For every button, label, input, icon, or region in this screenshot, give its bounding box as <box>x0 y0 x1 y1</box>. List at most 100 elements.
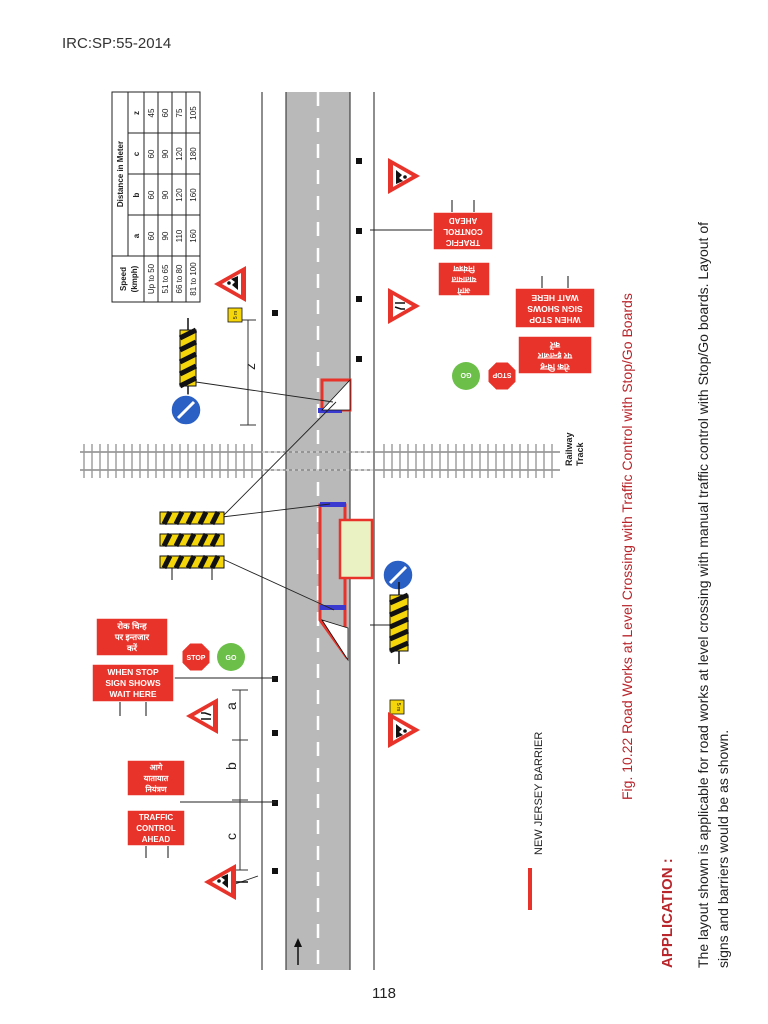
traffic-direction-arrow <box>294 938 302 965</box>
svg-text:Up to 50: Up to 50 <box>147 263 156 294</box>
svg-text:120: 120 <box>175 147 184 161</box>
svg-text:WAIT HERE: WAIT HERE <box>109 689 157 699</box>
keep-left-sign-lower <box>382 559 414 591</box>
svg-text:रोक चिन्ह: रोक चिन्ह <box>540 362 571 372</box>
traffic-control-ahead-sign-right-hi: आगे यातायात नियंत्रण <box>437 261 491 297</box>
men-at-work-sign-right-top <box>388 158 420 194</box>
men-at-work-sign-left <box>204 864 248 900</box>
svg-text:Distance in Meter: Distance in Meter <box>116 141 125 207</box>
svg-text:b: b <box>132 192 141 197</box>
dim-label-c: c <box>223 833 239 840</box>
svg-text:यातायात: यातायात <box>143 774 169 783</box>
distance-table: Speed (kmph) Distance in Meter a b c z U… <box>111 91 201 303</box>
svg-text:आगे: आगे <box>150 762 163 772</box>
distance-plate-2: 5 m <box>389 699 405 715</box>
dimension-lines <box>232 319 256 871</box>
work-zone <box>318 378 374 662</box>
figure-caption: Fig. 10.22 Road Works at Level Crossing … <box>619 293 635 800</box>
men-at-work-sign-upper <box>214 266 246 302</box>
svg-text:WAIT HERE: WAIT HERE <box>531 293 579 303</box>
svg-text:यातायात: यातायात <box>451 275 477 284</box>
svg-text:पर इन्तजार: पर इन्तजार <box>114 632 150 642</box>
svg-text:60: 60 <box>147 149 156 158</box>
svg-text:60: 60 <box>161 108 170 117</box>
svg-text:पर इन्तजार: पर इन्तजार <box>537 351 573 361</box>
svg-text:60: 60 <box>147 190 156 199</box>
svg-text:करें: करें <box>549 340 561 350</box>
svg-text:81 to 100: 81 to 100 <box>189 262 198 296</box>
narrow-road-sign-right <box>387 287 421 325</box>
document-header: IRC:SP:55-2014 <box>62 35 172 52</box>
svg-text:AHEAD: AHEAD <box>449 216 478 225</box>
wait-here-sign-en: WHEN STOP SIGN SHOWS WAIT HERE <box>91 663 175 716</box>
svg-text:GO: GO <box>226 655 237 662</box>
legend-label: NEW JERSEY BARRIER <box>533 732 545 855</box>
svg-text:नियंत्रण: नियंत्रण <box>452 264 476 274</box>
keep-left-sign-upper <box>170 394 202 426</box>
barricade-left-triple <box>159 510 225 580</box>
svg-text:TRAFFIC: TRAFFIC <box>446 238 480 247</box>
svg-text:90: 90 <box>161 149 170 158</box>
svg-text:105: 105 <box>189 106 198 120</box>
svg-text:z: z <box>132 111 141 115</box>
svg-text:60: 60 <box>147 231 156 240</box>
svg-text:रोक चिन्ह: रोक चिन्ह <box>116 621 147 631</box>
distance-plate-1: 5 m <box>227 307 243 323</box>
svg-text:5 m: 5 m <box>395 703 401 711</box>
svg-text:66 to 80: 66 to 80 <box>175 264 184 293</box>
svg-text:Speed: Speed <box>119 267 128 291</box>
svg-text:90: 90 <box>161 231 170 240</box>
go-board-right: GO <box>452 362 480 390</box>
traffic-cones <box>272 158 362 874</box>
go-board-left: GO <box>217 643 245 671</box>
wait-here-sign-hi: रोक चिन्ह पर इन्तजार करें <box>95 617 169 657</box>
svg-text:5 m: 5 m <box>233 311 239 319</box>
dim-label-a: a <box>223 702 239 710</box>
stop-board-right: STOP <box>487 361 517 391</box>
barricade-left-top <box>178 318 198 398</box>
application-line-2: signs and barriers would be as shown. <box>715 730 731 968</box>
svg-text:c: c <box>132 151 141 156</box>
railway-label-1: Railway <box>564 432 574 466</box>
leader-lines <box>160 229 440 885</box>
traffic-control-ahead-sign-right-en: TRAFFIC CONTROL AHEAD <box>432 200 494 251</box>
svg-text:TRAFFIC: TRAFFIC <box>139 813 173 822</box>
svg-text:51 to 65: 51 to 65 <box>161 264 170 293</box>
svg-text:SIGN SHOWS: SIGN SHOWS <box>105 678 161 688</box>
traffic-control-ahead-sign-hi: आगे यातायात नियंत्रण <box>126 759 186 797</box>
application-heading: APPLICATION : <box>659 858 676 968</box>
svg-text:नियंत्रण: नियंत्रण <box>144 784 168 794</box>
svg-text:STOP: STOP <box>187 655 206 662</box>
svg-text:AHEAD: AHEAD <box>142 835 171 844</box>
narrow-road-sign-left <box>185 697 219 735</box>
application-line-1: The layout shown is applicable for road … <box>695 222 711 968</box>
railway-track <box>80 444 560 478</box>
svg-text:CONTROL: CONTROL <box>136 824 176 833</box>
men-at-work-sign-right-lower <box>388 712 420 748</box>
svg-text:160: 160 <box>189 229 198 243</box>
dim-label-z: z <box>242 363 258 370</box>
svg-text:180: 180 <box>189 147 198 161</box>
svg-text:CONTROL: CONTROL <box>443 227 483 236</box>
svg-text:90: 90 <box>161 190 170 199</box>
svg-text:WHEN STOP: WHEN STOP <box>529 315 581 325</box>
svg-text:75: 75 <box>175 108 184 117</box>
railway-label-2: Track <box>575 441 585 466</box>
page-number: 118 <box>372 985 396 1002</box>
svg-text:करें: करें <box>126 643 138 653</box>
dim-label-b: b <box>223 762 239 770</box>
svg-text:(kmph): (kmph) <box>130 265 139 292</box>
svg-text:WHEN STOP: WHEN STOP <box>107 667 159 677</box>
svg-text:आगे: आगे <box>457 286 470 296</box>
svg-text:45: 45 <box>147 108 156 117</box>
stop-board-left: STOP <box>181 642 211 672</box>
svg-text:a: a <box>132 233 141 238</box>
svg-text:GO: GO <box>460 371 471 378</box>
svg-text:110: 110 <box>175 229 184 242</box>
svg-text:160: 160 <box>189 188 198 202</box>
barricade-right <box>388 582 410 664</box>
svg-text:SIGN SHOWS: SIGN SHOWS <box>527 304 583 314</box>
wait-here-sign-right-en: WHEN STOP SIGN SHOWS WAIT HERE <box>514 276 596 329</box>
svg-text:STOP: STOP <box>492 371 511 378</box>
